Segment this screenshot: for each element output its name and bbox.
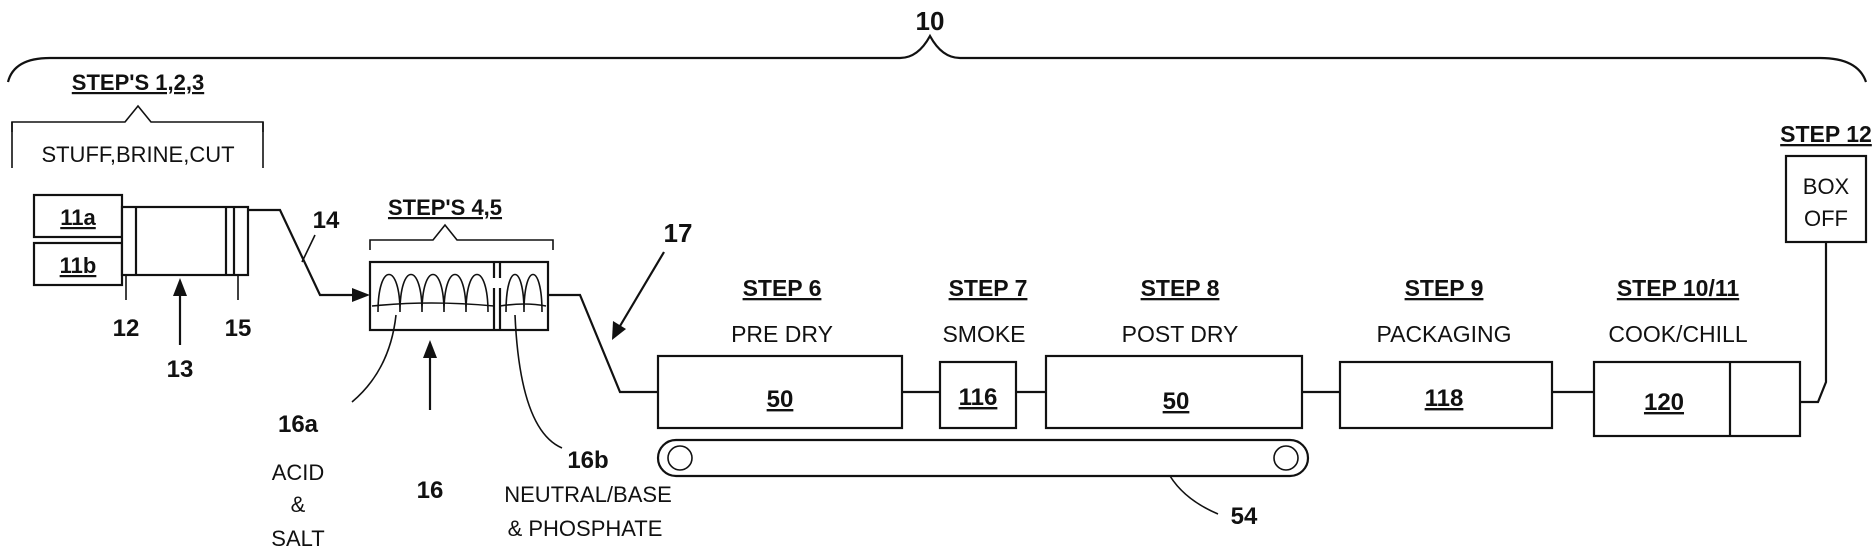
ref-17: 17 xyxy=(664,218,693,248)
flow-line-14-arrowhead xyxy=(352,288,370,302)
step-9-label: PACKAGING xyxy=(1376,321,1511,347)
stuffer-body xyxy=(122,207,248,275)
brine-tank xyxy=(370,262,548,330)
step-6-label: PRE DRY xyxy=(731,321,833,347)
step-8-title: STEP 8 xyxy=(1141,275,1220,301)
arrow-13-head xyxy=(173,278,187,296)
ref-16a-desc-line1: ACID xyxy=(272,460,325,485)
box-off-line2: OFF xyxy=(1804,206,1848,231)
flow-line-tank-to-predry xyxy=(548,295,658,392)
station-post-dry-ref: 50 xyxy=(1163,388,1190,415)
conveyor-belt xyxy=(658,440,1308,476)
arrow-17-head xyxy=(612,321,626,340)
ref-12: 12 xyxy=(113,315,140,342)
station-pre-dry-ref: 50 xyxy=(767,386,794,413)
steps-1-2-3-brace xyxy=(12,106,263,132)
feed-label-11b: 11b xyxy=(60,253,97,278)
overall-brace xyxy=(8,36,1866,82)
leader-14 xyxy=(302,235,315,262)
ref-16: 16 xyxy=(417,477,444,504)
leader-54 xyxy=(1170,476,1218,514)
ref-13: 13 xyxy=(167,356,194,383)
ref-16a: 16a xyxy=(278,411,319,438)
ref-15: 15 xyxy=(225,315,252,342)
leader-16b xyxy=(515,315,562,448)
step-9-title: STEP 9 xyxy=(1405,275,1484,301)
station-packaging-ref: 118 xyxy=(1425,385,1464,412)
tank-divider-gap xyxy=(492,278,502,288)
step-8-label: POST DRY xyxy=(1122,321,1239,347)
arrow-16-head xyxy=(423,340,437,358)
steps-4-5-brace xyxy=(370,225,553,250)
steps-1-2-3-title: STEP'S 1,2,3 xyxy=(72,70,204,95)
station-cook-chill-ref: 120 xyxy=(1644,389,1684,416)
ref-16a-desc-line3: SALT xyxy=(271,526,324,551)
station-cook-chill xyxy=(1594,362,1800,436)
ref-14: 14 xyxy=(313,207,340,234)
feed-label-11a: 11a xyxy=(60,205,96,230)
ref-16a-desc-line2: & xyxy=(291,492,306,517)
step-10-11-label: COOK/CHILL xyxy=(1608,321,1748,347)
figure-ref-10: 10 xyxy=(916,6,945,36)
ref-16b: 16b xyxy=(567,447,608,474)
ref-16b-desc-line2: & PHOSPHATE xyxy=(508,516,663,541)
steps-1-2-3-caption: STUFF,BRINE,CUT xyxy=(41,142,234,167)
box-off-line1: BOX xyxy=(1803,174,1850,199)
step-7-label: SMOKE xyxy=(942,321,1025,347)
steps-4-5-title: STEP'S 4,5 xyxy=(388,195,502,220)
ref-54: 54 xyxy=(1231,503,1258,530)
step-7-title: STEP 7 xyxy=(949,275,1028,301)
step-10-11-title: STEP 10/11 xyxy=(1617,275,1740,301)
arrow-17-shaft xyxy=(620,252,664,326)
flow-line-14 xyxy=(248,210,358,295)
station-smoke-ref: 116 xyxy=(959,384,998,411)
step-12-title: STEP 12 xyxy=(1780,121,1872,147)
ref-16b-desc-line1: NEUTRAL/BASE xyxy=(504,482,672,507)
step-6-title: STEP 6 xyxy=(743,275,822,301)
